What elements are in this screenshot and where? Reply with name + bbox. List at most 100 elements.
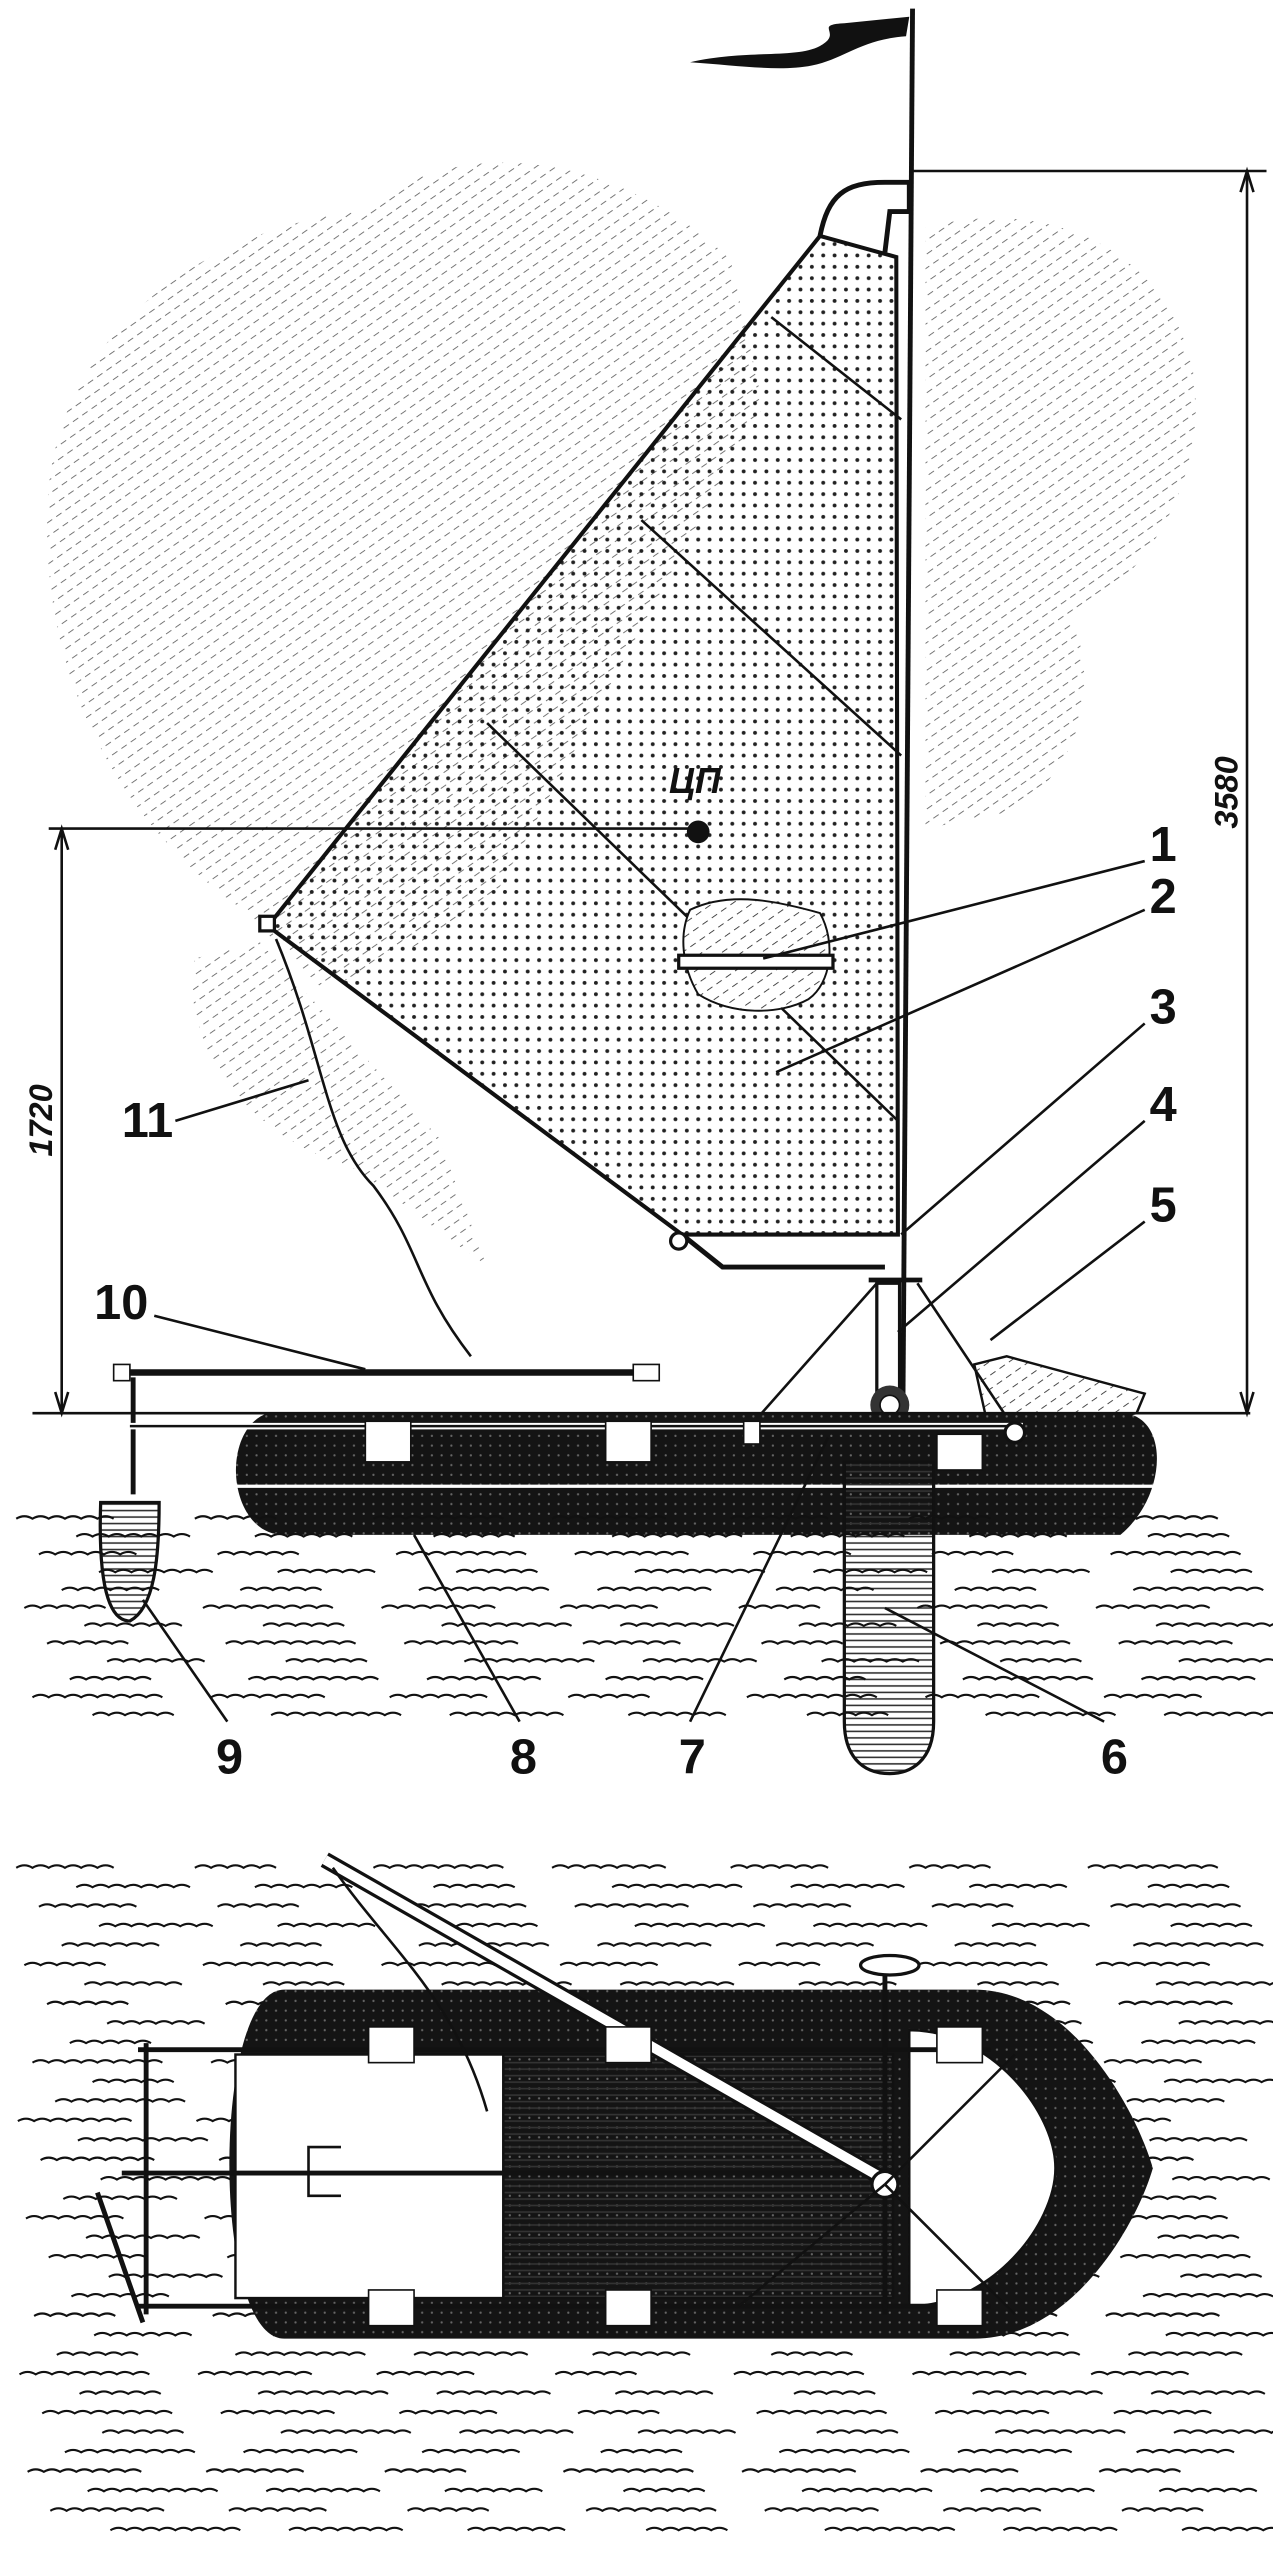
wave-line — [972, 2390, 1104, 2396]
wave-line — [806, 1711, 889, 1717]
wave-line — [991, 1922, 1091, 1928]
wave-line — [582, 1640, 681, 1645]
wave-line — [596, 1586, 712, 1592]
wave-line — [611, 1883, 743, 1889]
wave-line — [98, 1568, 214, 1574]
wave-line — [48, 2253, 147, 2259]
clouds — [47, 162, 1196, 1268]
wave-line — [1136, 2448, 1235, 2454]
wave-line — [976, 1622, 1060, 1628]
wave-line — [1140, 1675, 1256, 1681]
wave-line — [467, 2526, 566, 2532]
wave-line — [75, 1533, 191, 1538]
wave-line — [968, 1533, 1068, 1538]
wave-line — [1147, 1533, 1230, 1538]
wave-line — [559, 1961, 659, 1967]
wave-line — [942, 2507, 1042, 2513]
wave-line — [15, 1515, 115, 1520]
wave-line — [75, 1883, 191, 1889]
wave-line — [916, 1961, 1048, 1967]
wave-line — [991, 1568, 1091, 1574]
wave-line — [760, 1640, 844, 1645]
wave-line — [770, 2351, 853, 2357]
wave-line — [376, 2370, 475, 2376]
hull-top-view — [95, 1852, 1153, 2339]
wave-line — [15, 1864, 115, 1870]
wave-line — [1178, 2020, 1273, 2025]
wave-line — [87, 2487, 219, 2493]
wave-line — [756, 2409, 888, 2415]
wave-line — [27, 2468, 142, 2474]
wave-line — [444, 2487, 543, 2493]
wave-line — [752, 1550, 852, 1556]
wave-line — [372, 1515, 504, 1520]
wave-line — [61, 1586, 160, 1592]
wave-line — [738, 1961, 821, 1967]
wave-line — [642, 1658, 758, 1663]
wave-line — [421, 2448, 521, 2454]
wave-line — [220, 2409, 336, 2415]
wave-line — [384, 2468, 467, 2474]
wave-line — [77, 2137, 209, 2142]
wave-line — [69, 2039, 152, 2045]
wave-line — [962, 1675, 1094, 1681]
wave-line — [23, 1961, 107, 1967]
wave-line — [600, 2448, 683, 2454]
wave-line — [83, 1981, 183, 1986]
water-waves — [15, 1515, 1273, 1717]
callout-11: 11 — [122, 1094, 173, 1148]
wave-line — [288, 2526, 404, 2532]
wave-line — [83, 1622, 183, 1628]
wave-line — [911, 2370, 1027, 2376]
wave-line — [1119, 2253, 1251, 2259]
wave-line — [205, 2468, 305, 2474]
wave-line — [62, 2195, 178, 2201]
wave-line — [40, 2156, 155, 2162]
wave-line — [432, 1533, 516, 1538]
wave-line — [277, 1922, 376, 1928]
callout-2: 2 — [1150, 870, 1177, 924]
wave-line — [426, 1675, 542, 1681]
wave-line — [954, 1586, 1037, 1592]
wave-line — [1181, 2526, 1273, 2532]
wave-line — [225, 1640, 357, 1645]
wave-line — [730, 1515, 829, 1520]
wave-line — [778, 2448, 910, 2454]
center-of-effort-marker — [686, 820, 710, 844]
wave-line — [106, 2020, 206, 2025]
wave-line — [38, 1550, 137, 1556]
batten-pocket — [677, 953, 835, 970]
wave-line — [596, 1942, 712, 1947]
wave-line — [775, 1942, 875, 1947]
wave-line — [614, 2390, 714, 2396]
wave-line — [70, 2292, 170, 2298]
callout-7: 7 — [679, 1731, 706, 1785]
wave-line — [93, 2331, 193, 2337]
wave-line — [194, 1864, 277, 1870]
wave-line — [920, 2468, 1019, 2474]
wave-line — [1155, 1622, 1273, 1628]
wave-line — [381, 1604, 496, 1610]
wave-line — [980, 2487, 1095, 2493]
wave-line — [197, 2370, 313, 2376]
wave-line — [1157, 2234, 1240, 2240]
wave-line — [109, 2526, 241, 2532]
wave-line — [551, 1515, 667, 1520]
wave-line — [812, 1568, 928, 1574]
wave-line — [994, 2429, 1126, 2435]
wave-line — [790, 1883, 905, 1889]
wave-line — [436, 2390, 551, 2396]
wave-line — [41, 2409, 173, 2415]
wave-line — [407, 2507, 490, 2513]
wave-line — [1002, 2526, 1118, 2532]
wave-line — [239, 1942, 323, 1947]
wave-line — [733, 2370, 865, 2376]
wave-line — [210, 1693, 326, 1699]
wave-line — [605, 1675, 704, 1681]
wave-line — [1110, 1903, 1242, 1908]
wave-line — [1149, 2137, 1248, 2142]
wave-line — [61, 1942, 160, 1947]
wave-line — [1121, 2507, 1204, 2513]
wave-line — [101, 2429, 185, 2435]
